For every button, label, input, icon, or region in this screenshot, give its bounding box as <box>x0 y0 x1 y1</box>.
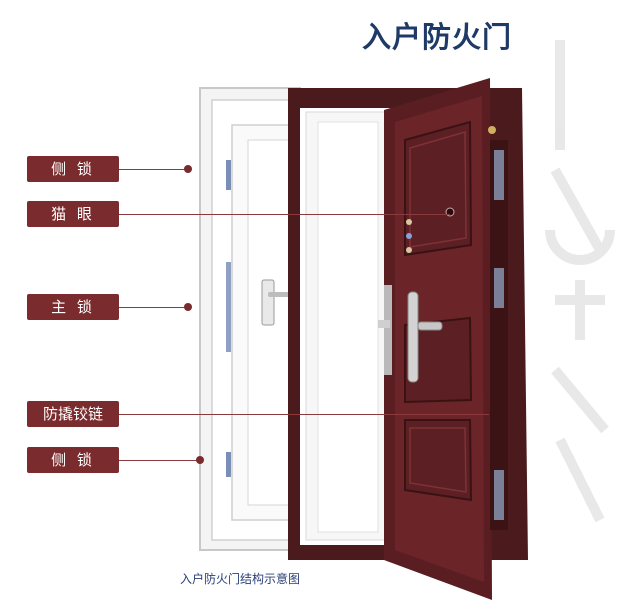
leader-line-peephole <box>119 214 450 215</box>
label-main-lock: 主 锁 <box>27 294 119 320</box>
label-peephole: 猫 眼 <box>27 201 119 227</box>
hinge-side <box>488 126 508 530</box>
leader-line-main-lock <box>119 307 187 308</box>
leader-line-side-lock-top <box>119 169 187 170</box>
leader-line-anti-pry-hinge <box>119 414 489 415</box>
marker-dot-main-lock <box>184 303 192 311</box>
label-side-lock-bottom: 侧 锁 <box>27 447 119 473</box>
label-side-lock-top: 侧 锁 <box>27 156 119 182</box>
label-anti-pry-hinge: 防撬铰链 <box>27 401 119 427</box>
leader-line-side-lock-bottom <box>119 460 199 461</box>
marker-dot-side-lock-top <box>184 165 192 173</box>
door-frame <box>199 87 303 551</box>
marker-dot-side-lock-bottom <box>196 456 204 464</box>
door-leaf <box>378 78 492 600</box>
watermark-pattern <box>545 40 615 523</box>
page-title: 入户防火门 <box>362 20 513 54</box>
diagram-caption: 入户防火门结构示意图 <box>180 572 301 586</box>
